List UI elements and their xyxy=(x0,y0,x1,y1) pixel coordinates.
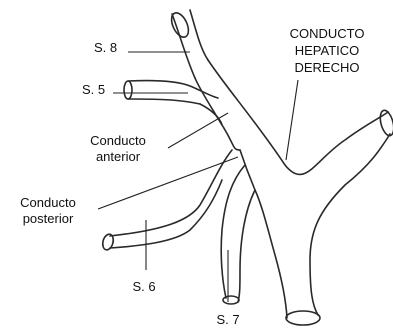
s6-label: S. 6 xyxy=(132,279,155,294)
conducto-posterior-label-2: posterior xyxy=(23,211,74,226)
conducto-anterior-label-1: Conducto xyxy=(90,133,146,148)
main-trunk xyxy=(194,59,393,326)
conducto-hepatico-label-3: DERECHO xyxy=(294,60,359,75)
s8-label: S. 8 xyxy=(94,40,117,55)
conducto-posterior-leader xyxy=(97,156,239,210)
conducto-posterior-label-1: Conducto xyxy=(20,195,76,210)
s7-label: S. 7 xyxy=(216,312,239,327)
conducto-hepatico-leader xyxy=(285,79,299,161)
s8-branch xyxy=(170,9,209,79)
s5-label: S. 5 xyxy=(82,82,105,97)
conducto-anterior-label-2: anterior xyxy=(96,149,141,164)
s7-branch xyxy=(220,164,256,305)
conducto-hepatico-label-2: HEPATICO xyxy=(295,43,360,58)
s6-branch xyxy=(101,149,233,251)
conducto-anterior-leader xyxy=(167,112,229,149)
conducto-hepatico-label-1: CONDUCTO xyxy=(290,26,365,41)
s5-branch xyxy=(123,79,219,105)
